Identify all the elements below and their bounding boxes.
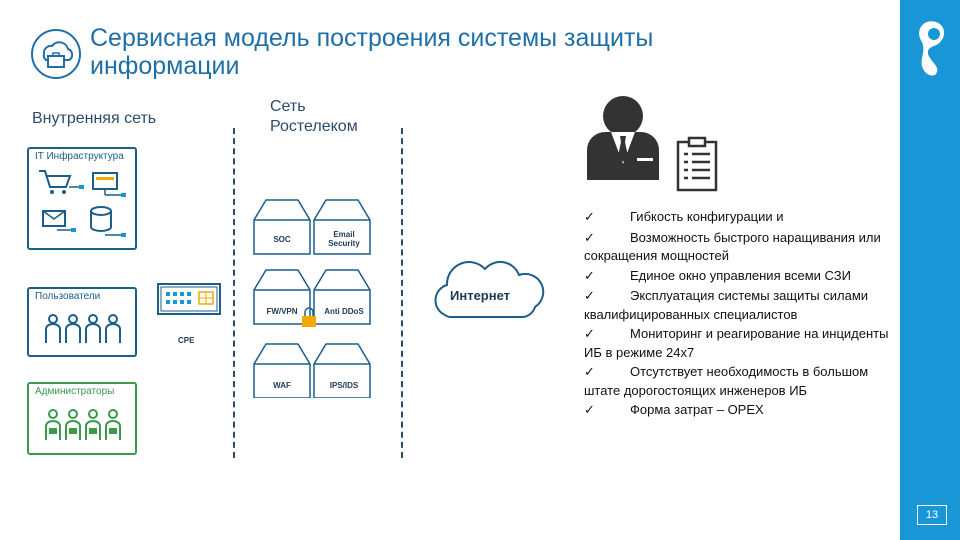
cpe-label: CPE (178, 336, 195, 345)
internet-cloud-icon (434, 260, 545, 318)
benefit-item: ✓Возможность быстрого наращивания или со… (584, 229, 881, 264)
service-ips-ids: IPS/IDS (329, 381, 359, 390)
administrators-icon (45, 409, 121, 440)
cart-icon (39, 170, 84, 194)
check-icon: ✓ (584, 289, 595, 304)
page-number: 13 (917, 505, 947, 525)
cloud-briefcase-icon (31, 29, 81, 79)
brand-sidebar (900, 0, 960, 540)
check-icon: ✓ (584, 268, 595, 284)
lock-icon (302, 307, 316, 327)
it-infrastructure-group: IT Инфраструктура (27, 147, 137, 250)
benefit-item: ✓Форма затрат – OPEX (584, 402, 764, 418)
rostelecom-logo-icon (919, 21, 945, 76)
users-icon (45, 314, 121, 343)
check-icon: ✓ (584, 403, 595, 418)
specialist-person-icon (587, 96, 659, 180)
benefits-list: ✓Гибкость конфигурации и ✓Возможность бы… (584, 208, 902, 422)
check-icon: ✓ (584, 230, 595, 246)
mail-icon (42, 210, 76, 232)
internal-network-label: Внутренняя сеть (32, 110, 157, 127)
database-icon (90, 206, 126, 237)
document-clipboard-icon (676, 136, 718, 192)
users-group: Пользователи (27, 287, 137, 357)
administrators-group: Администраторы (27, 382, 137, 455)
check-icon: ✓ (584, 365, 595, 380)
benefit-item: ✓Единое окно управления всеми СЗИ (584, 267, 851, 284)
check-icon: ✓ (584, 327, 595, 342)
benefit-item: ✓Мониторинг и реагирование на инциденты … (584, 326, 889, 360)
service-anti-ddos: Anti DDoS (324, 307, 364, 316)
cpe-router-icon (157, 283, 221, 315)
service-fw-vpn: FW/VPN (266, 307, 298, 316)
service-soc: SOC (273, 235, 291, 244)
users-label: Пользователи (35, 291, 101, 302)
benefit-item: ✓Эксплуатация системы защиты силами квал… (584, 288, 869, 322)
internet-label: Интернет (450, 288, 511, 303)
benefit-item: ✓Отсутствует необходимость в большом шта… (584, 364, 869, 398)
benefit-item: ✓Гибкость конфигурации и (584, 209, 784, 225)
service-email-security: Email Security (328, 230, 360, 248)
monitor-icon (92, 172, 126, 197)
check-icon: ✓ (584, 210, 595, 225)
rostelecom-network-label: Сеть Ростелеком (270, 98, 358, 135)
it-infrastructure-label: IT Инфраструктура (35, 151, 124, 162)
network-boundary-right (401, 128, 403, 458)
services-envelopes (253, 199, 371, 398)
network-boundary-left (233, 128, 235, 458)
page-title: Сервисная модель построения системы защи… (90, 24, 654, 80)
it-infrastructure-icons (39, 170, 126, 237)
administrators-label: Администраторы (35, 386, 115, 397)
service-waf: WAF (273, 381, 291, 390)
